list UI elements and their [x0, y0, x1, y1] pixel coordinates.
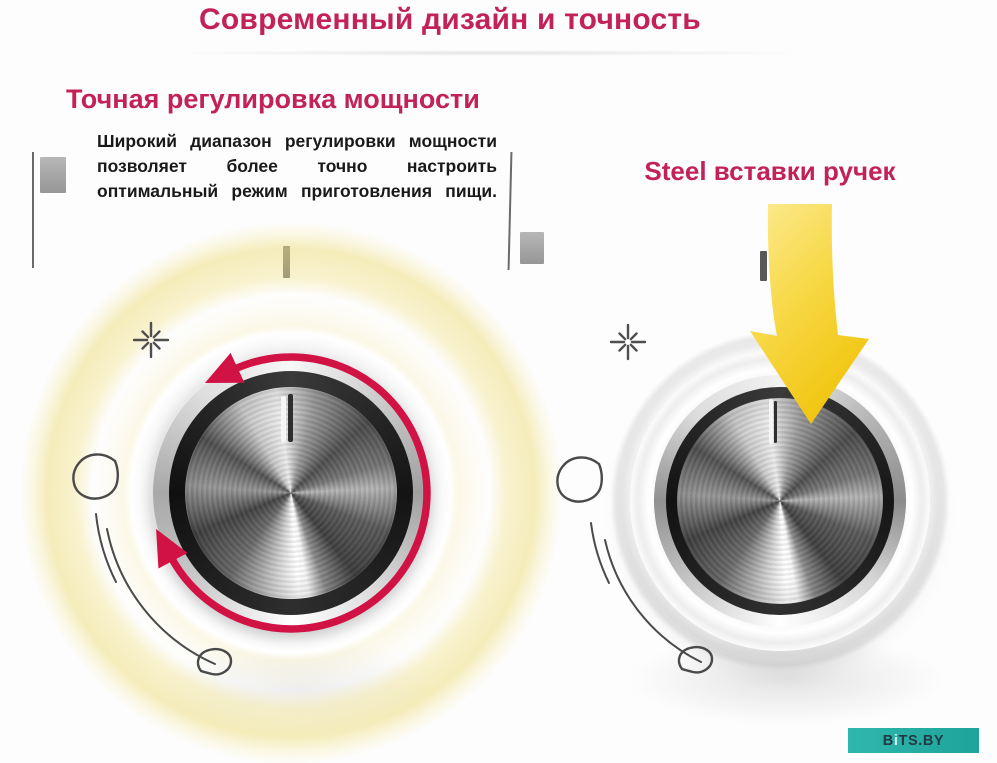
panel-detail-rect-middle — [520, 232, 544, 264]
panel-edge-line-middle — [507, 151, 513, 271]
photo-top-edge — [160, 50, 820, 56]
left-knob-indicator-groove — [281, 396, 286, 442]
panel-edge-line-left — [32, 152, 34, 268]
power-scale-arc2-right — [590, 522, 610, 584]
watermark-text-rest: TS.BY — [898, 732, 945, 749]
spark-icon-right — [609, 323, 647, 361]
body-line: позволяет более точно настроить — [97, 156, 497, 176]
watermark-text: B — [882, 732, 894, 749]
right-section-heading: Steel вставки ручек — [644, 156, 896, 186]
body-line: оптимальный режим приготовления пищи. — [97, 181, 497, 201]
right-knob-indicator-mark — [774, 401, 777, 443]
flame-large-icon-right — [556, 456, 603, 503]
page-title: Современный дизайн и точность — [199, 3, 701, 36]
left-section-heading: Точная регулировка мощности — [66, 84, 480, 114]
right-knob-steel-face — [677, 398, 883, 604]
right-knob-indicator-groove — [769, 399, 773, 444]
left-knob-indicator-mark — [288, 394, 293, 442]
left-section-body: Широкий диапазон регулировки мощности по… — [97, 129, 497, 204]
panel-detail-rect-left — [40, 157, 66, 193]
watermark-text-i: i — [893, 732, 899, 749]
knob-position-tick-right — [760, 251, 767, 281]
body-line: Широкий диапазон регулировки мощности — [97, 131, 497, 151]
